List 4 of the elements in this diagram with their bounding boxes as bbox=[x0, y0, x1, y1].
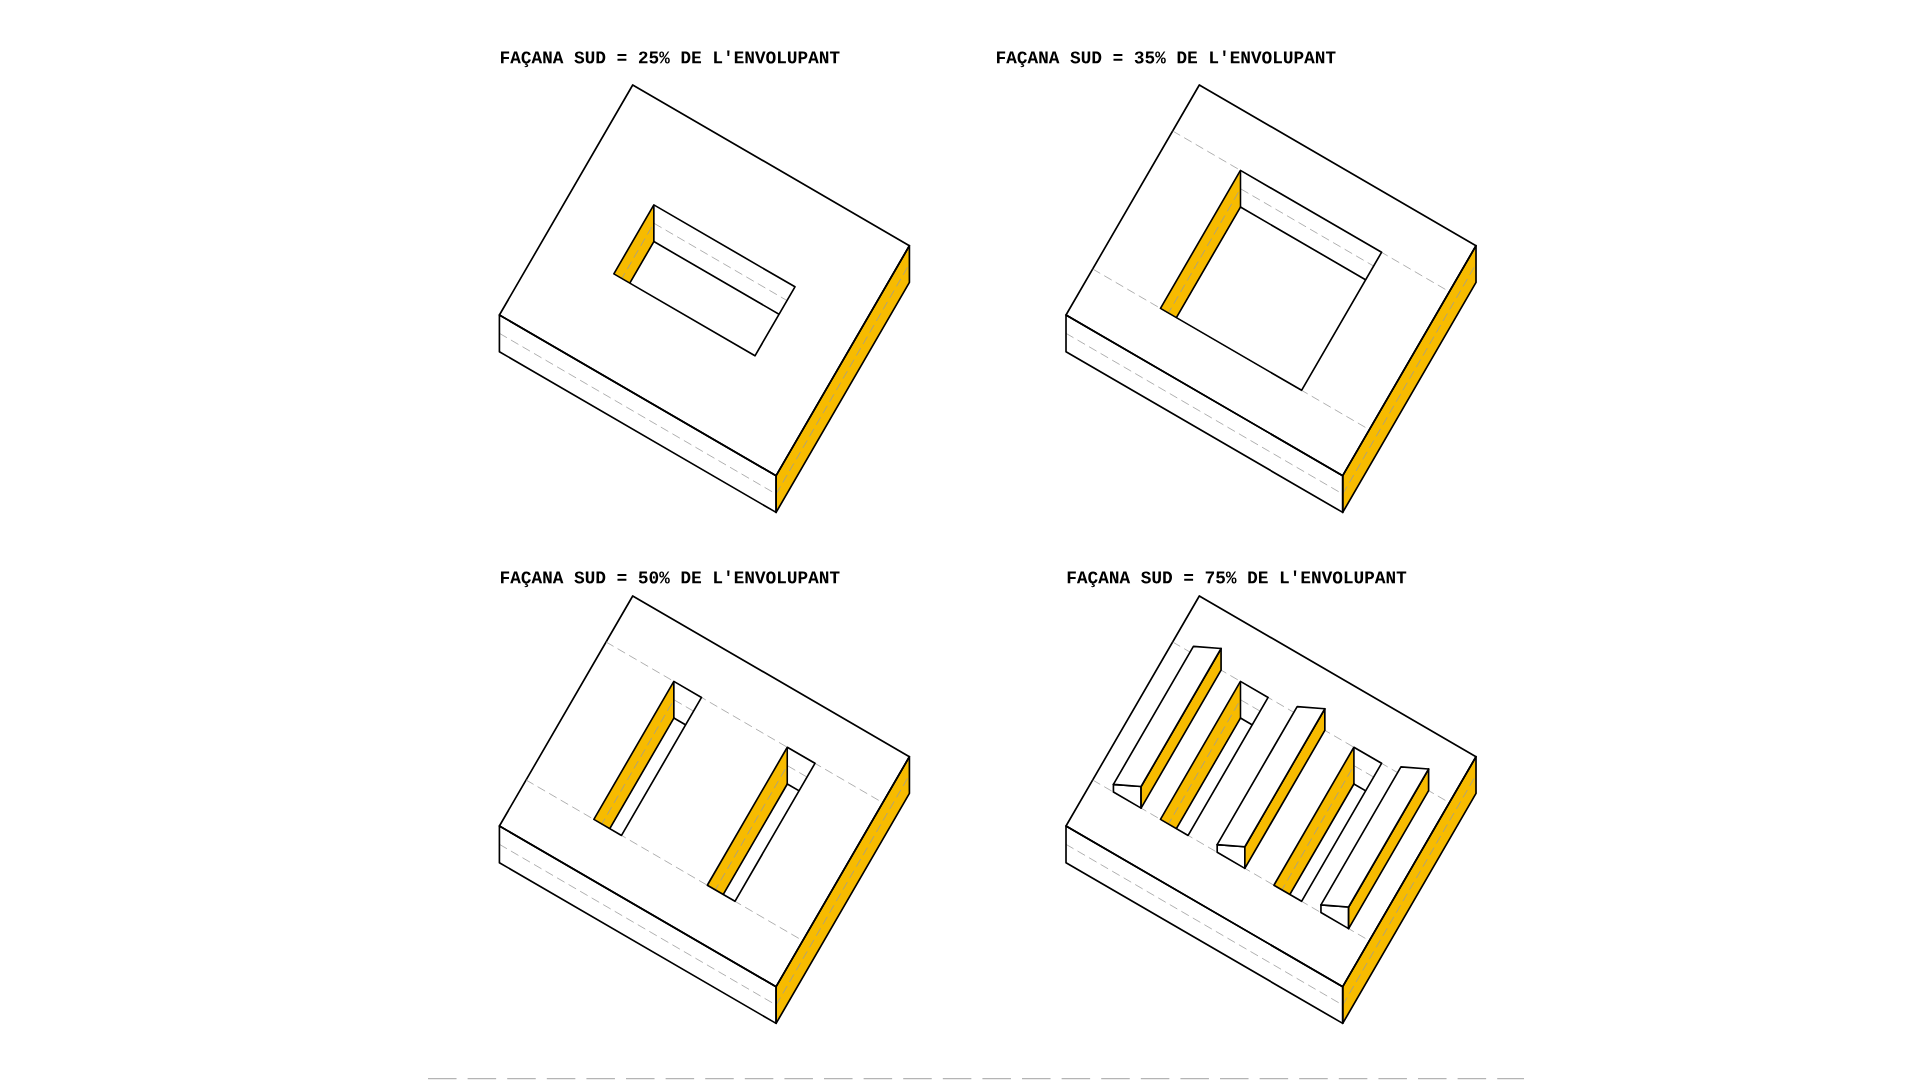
panel-title: FAÇANA SUD = 50% DE L'ENVOLUPANT bbox=[501, 570, 840, 588]
panel-title: FAÇANA SUD = 25% DE L'ENVOLUPANT bbox=[501, 50, 840, 68]
panel-title: FAÇANA SUD = 75% DE L'ENVOLUPANT bbox=[1067, 570, 1407, 588]
panel-title: FAÇANA SUD = 35% DE L'ENVOLUPANT bbox=[997, 50, 1336, 68]
